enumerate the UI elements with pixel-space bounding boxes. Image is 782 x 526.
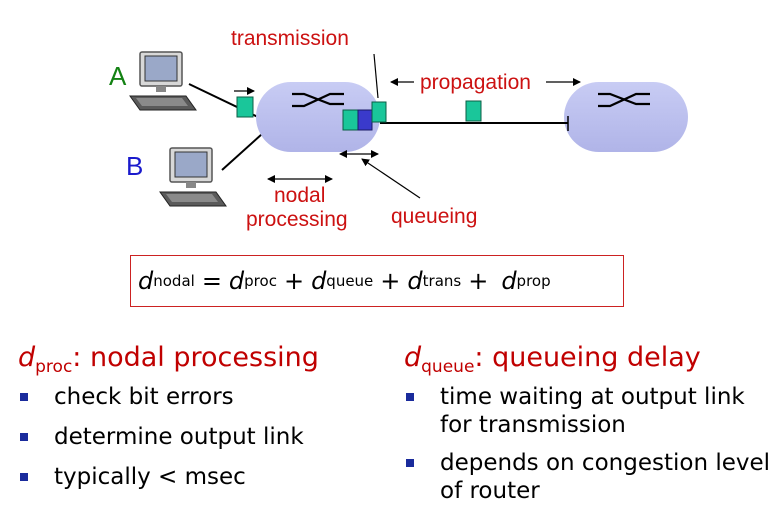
formula-sub-queue: queue bbox=[326, 272, 374, 290]
list-item: determine output link bbox=[18, 423, 378, 451]
transmission-label: transmission bbox=[231, 27, 349, 50]
nodal-processing-heading: dproc: nodal processing bbox=[18, 342, 319, 377]
nodal-label-line2: processing bbox=[246, 208, 348, 231]
queueing-delay-heading: dqueue: queueing delay bbox=[404, 342, 701, 377]
list-item: typically < msec bbox=[18, 463, 378, 491]
queued-packet-dark bbox=[357, 109, 373, 131]
queueing-label: queueing bbox=[391, 205, 477, 228]
host-b-label: B bbox=[126, 151, 143, 181]
nodal-processing-list: check bit errors determine output link t… bbox=[18, 383, 378, 491]
propagating-packet bbox=[465, 100, 482, 122]
formula-d: d bbox=[138, 267, 154, 295]
queueing-pointer bbox=[361, 158, 421, 199]
transmitting-packet bbox=[371, 101, 387, 123]
router-right-icon bbox=[564, 82, 688, 152]
formula-sub-proc: proc bbox=[244, 272, 277, 290]
host-a-computer-icon bbox=[129, 51, 197, 111]
nodal-label-line1: nodal bbox=[274, 184, 325, 207]
formula-sub-nodal: nodal bbox=[153, 272, 195, 290]
host-a-label: A bbox=[109, 61, 127, 91]
host-b-computer-icon bbox=[159, 147, 227, 207]
list-item: check bit errors bbox=[18, 383, 378, 411]
nodal-processing-section: dproc: nodal processing check bit errors… bbox=[18, 342, 378, 503]
queued-packet bbox=[342, 109, 359, 131]
queueing-delay-list: time waiting at output link for transmis… bbox=[404, 383, 776, 505]
list-item: time waiting at output link for transmis… bbox=[404, 383, 776, 439]
arriving-packet bbox=[236, 96, 254, 118]
formula-sub-trans: trans bbox=[422, 272, 462, 290]
list-item: depends on congestion level of router bbox=[404, 449, 776, 505]
formula-sub-prop: prop bbox=[516, 272, 551, 290]
router-left-icon bbox=[256, 82, 380, 152]
queueing-delay-section: dqueue: queueing delay time waiting at o… bbox=[404, 342, 776, 515]
link-b-to-router bbox=[221, 133, 263, 171]
propagation-label: propagation bbox=[420, 71, 531, 94]
formula-equals: = bbox=[201, 267, 222, 295]
